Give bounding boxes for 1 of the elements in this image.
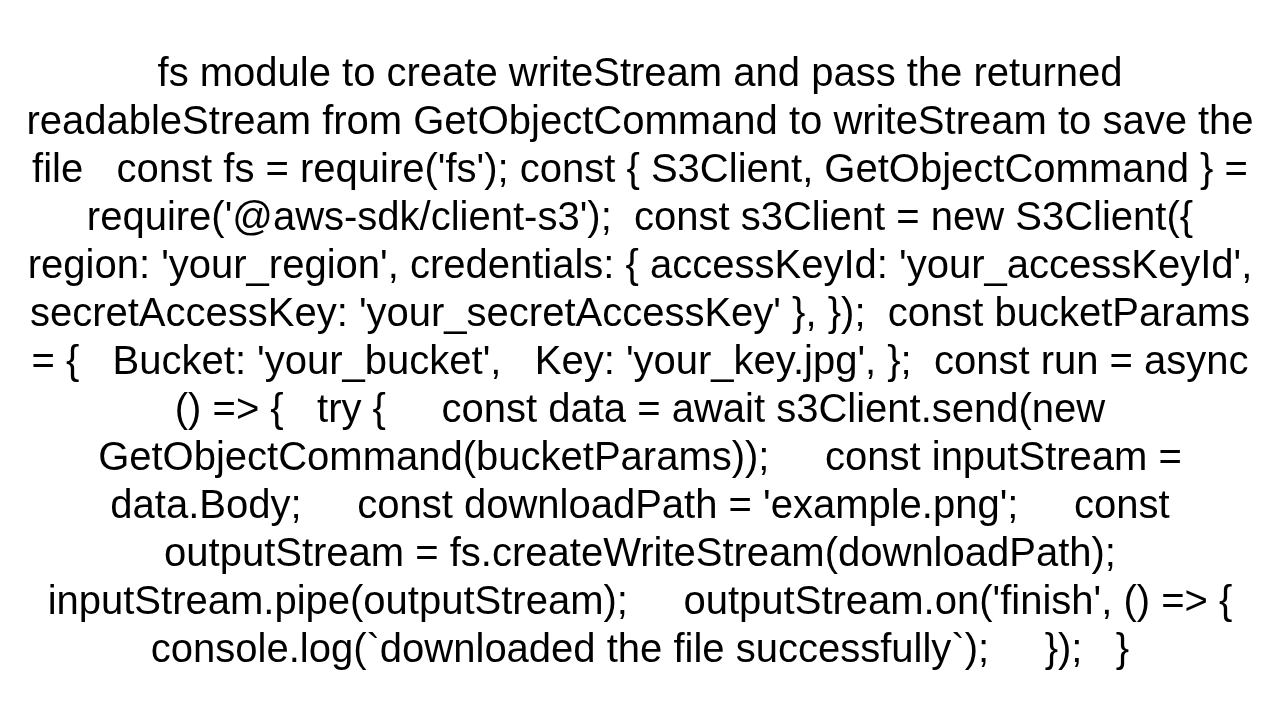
paragraph-text: fs module to create writeStream and pass the returned readableStream from GetObjectCommand to writeStream to save the file const fs = require('fs'); const { S3Client, GetObjectCommand } = require('@aws-sdk/client-s3'); const s3Client = new S3Client({ region: 'your_region', credentials: { accessKeyId: 'your_accessKeyId', secretAccessKey: 'your_secretAccessKey' }, }); const bucketParams = { Bucket: 'your_bucket', Key: 'your_key.jpg', }; const run = async () => { try { const data = await s3Client.send(new GetObjectCommand(bucketParams)); const inputStream = data.Body; const downloadPath = 'example.png'; const outputStream = fs.createWriteStream(downloadPath); inputStream.pipe(outputStream); outputStream.on('finish', () => { console.log(`downloaded the file successfully`); }); } (25, 49, 1255, 672)
